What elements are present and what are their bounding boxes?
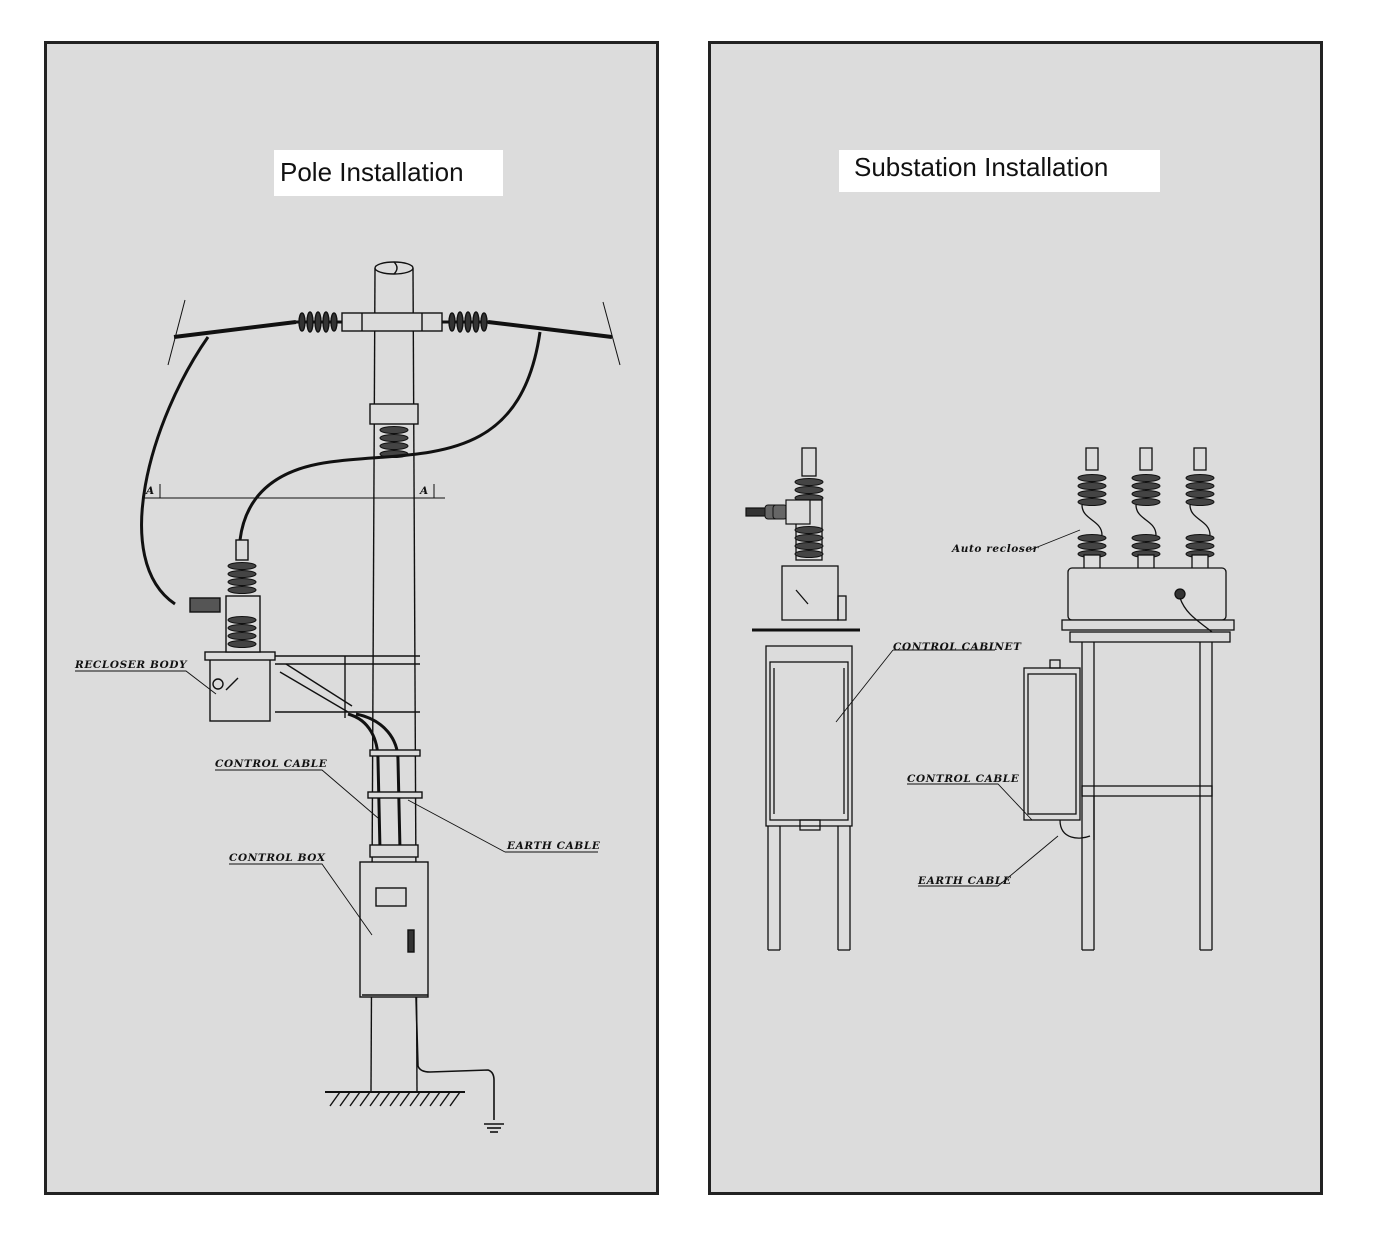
control-cable <box>347 712 402 851</box>
control-cable-sub-label: CONTROL CABLE <box>907 773 1020 785</box>
earth-cable <box>415 996 504 1133</box>
overhead-conductors <box>173 320 613 339</box>
control-box <box>359 861 429 998</box>
earth-cable-label: EARTH CABLE <box>506 840 601 852</box>
substation-installation-title: Substation Installation <box>839 150 1160 192</box>
control-box-label: CONTROL BOX <box>229 852 326 864</box>
pole-installation-title: Pole Installation <box>274 150 503 196</box>
bushing-phase-1 <box>1077 447 1107 570</box>
bushing-phase-3 <box>1185 447 1215 570</box>
ground-hatching <box>325 1091 465 1107</box>
jumper-cables <box>140 331 542 606</box>
pole-installation-panel <box>44 41 659 1195</box>
substation-front-view <box>1023 447 1235 951</box>
control-cable-label: CONTROL CABLE <box>215 758 328 770</box>
line-insulator-right <box>442 311 488 333</box>
section-mark-right: A <box>419 485 429 497</box>
control-cabinet-label: CONTROL CABINET <box>893 641 1022 653</box>
crossarm <box>341 312 443 332</box>
pole-insulator <box>379 425 409 459</box>
earth-cable-sub-label: EARTH CABLE <box>917 875 1012 887</box>
recloser-body <box>189 539 276 722</box>
pole-drawing <box>75 261 621 1133</box>
substation-side-view <box>745 447 860 951</box>
substation-leader-lines <box>835 529 1081 887</box>
mounting-bracket <box>275 655 420 718</box>
line-insulator-left <box>296 311 342 333</box>
section-line <box>142 484 445 499</box>
section-mark-left: A <box>145 485 155 497</box>
bushing-phase-2 <box>1131 447 1161 570</box>
leader-lines <box>75 670 598 936</box>
auto-recloser-label: Auto recloser <box>951 543 1040 555</box>
recloser-body-label: RECLOSER BODY <box>74 659 188 671</box>
